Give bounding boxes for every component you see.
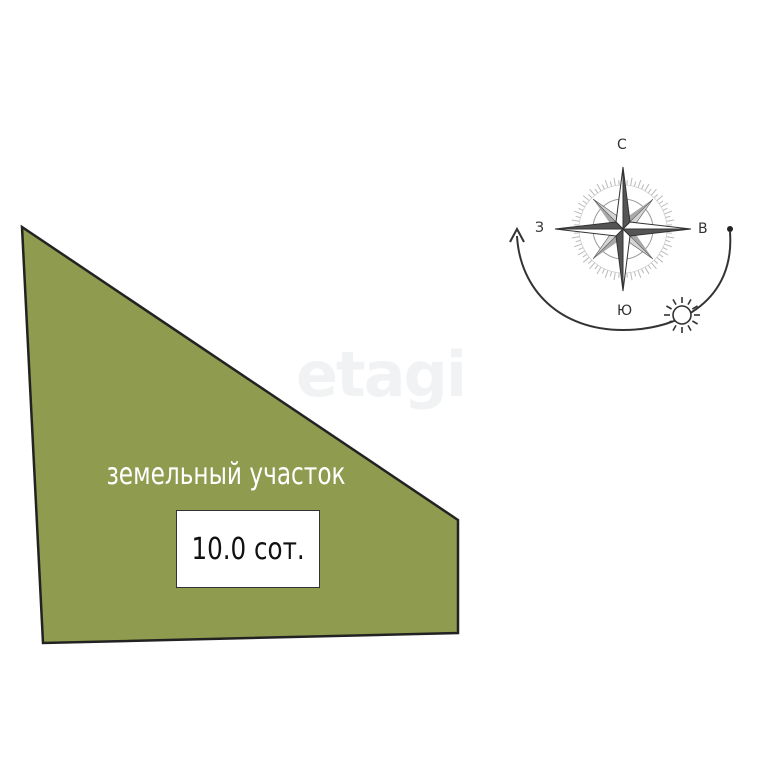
land-plot-polygon <box>20 224 460 645</box>
compass-east-label: В <box>698 221 708 237</box>
area-value: 10.0 сот. <box>191 531 305 567</box>
plot-label: земельный участок <box>106 457 346 492</box>
watermark-logo: etagi <box>296 338 467 411</box>
sun-icon <box>664 297 700 333</box>
area-box: 10.0 сот. <box>176 510 320 588</box>
compass-west-label: З <box>535 220 544 236</box>
compass-north-label: С <box>617 137 627 153</box>
compass-south-label: Ю <box>617 303 633 319</box>
sun-path-arrow-icon <box>509 226 733 332</box>
